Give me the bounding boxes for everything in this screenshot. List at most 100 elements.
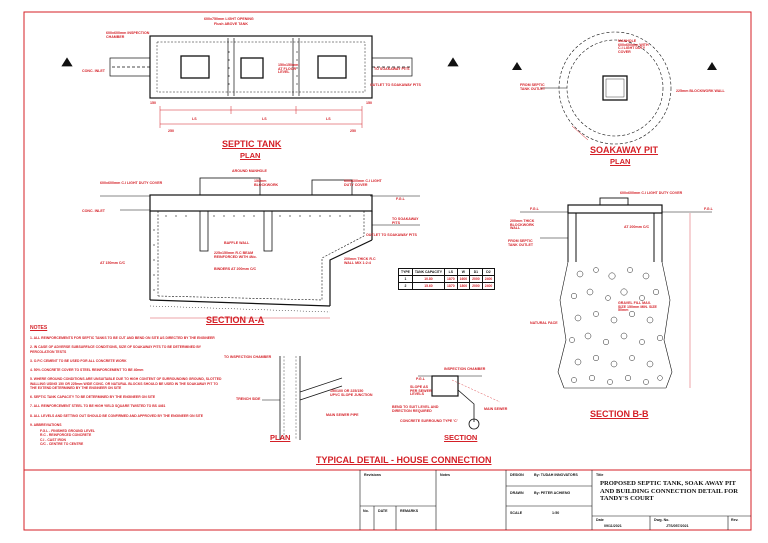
house-plan-title: PLAN [270, 433, 291, 442]
note-item: 1. ALL REINFORCEMENTS FOR SEPTIC TANKS T… [30, 336, 215, 340]
notes-heading: NOTES [30, 325, 48, 331]
label-around-manhole: AROUND MANHOLE [232, 169, 267, 173]
tb-rev-date: DATE [378, 509, 388, 513]
tb-scale-label: SCALE [510, 511, 523, 515]
tb-rev-label: Rev. [731, 518, 739, 522]
label-binders: BINDERS AT 200mm C/C [214, 267, 257, 271]
cell: 2400 [481, 275, 496, 283]
tb-scale-value: 1:50 [552, 511, 560, 515]
note-item: 7. ALL REINFORCEMENT STEEL TO BE HIGH YI… [30, 404, 166, 409]
tb-notes-label: Notes [440, 473, 450, 477]
label-to-soakaway-aa: TO SOAKAWAY PITS [392, 217, 419, 225]
section-a-a [100, 177, 420, 319]
label-manhole: MANHOLE 600x600mm WITH C.I LIGHT DUTY CO… [618, 39, 649, 54]
septic-tank-plan [61, 35, 459, 128]
label-ci-cover-left: 600x600mm C.I LIGHT DUTY COVER [100, 181, 163, 185]
sheet-border [23, 11, 752, 531]
label-pgl: P.G.L [416, 377, 425, 381]
notes-list: 1. ALL REINFORCEMENTS FOR SEPTIC TANKS T… [30, 336, 222, 446]
cell: 2000 [469, 282, 483, 290]
house-connection-plan [262, 356, 343, 440]
label-fgl-bb-right: F.G.L [704, 207, 713, 211]
dim-ls-left: LS [192, 117, 197, 121]
cell: 1600 [456, 275, 471, 283]
cell: 1 [398, 275, 413, 283]
soakaway-subtitle: PLAN [610, 157, 631, 166]
note-item: 6. SEPTIC TANK CAPACITY TO BE DETERMINED… [30, 395, 156, 399]
tb-rev-no: No. [363, 509, 369, 513]
abbreviation-item: R.C - REINFORCED CONCRETE [40, 433, 92, 438]
tb-design-label: DESIGN [510, 473, 524, 477]
label-main-sewer-pipe: MAIN SEWER PIPE [326, 413, 359, 417]
septic-plan-title: SEPTIC TANK [222, 139, 282, 149]
abbreviation-item: F.G.L - FINISHED GROUND LEVEL [40, 429, 95, 433]
label-outlet: OUTLET TO SOAKAWAY PITS [370, 83, 421, 87]
tb-date: 09/11/2021 [604, 524, 622, 528]
label-to-soakaway: TO SOAKAWAY PITS [374, 67, 410, 71]
label-gravel-fill: GRAVEL FILL MAX. SIZE 150mm MIN. SIZE 50… [618, 301, 657, 313]
label-blockwork-wall: 225mm BLOCKWORK WALL [676, 89, 725, 93]
label-rc-beam: 225x150mm R.C BEAM REINFORCED WITH 4No. [214, 251, 257, 259]
soakaway-title: SOAKAWAY PIT [590, 145, 659, 155]
label-to-inspection: TO INSPECTION CHAMBER [224, 355, 272, 359]
label-main-sewer: MAIN SEWER [484, 407, 508, 411]
dim-150-right: 150 [366, 101, 372, 105]
col-d1: D1 [469, 268, 483, 276]
label-outlet-aa: OUTLET TO SOAKAWAY PITS [366, 233, 417, 237]
label-light-opening: 600x750mm LIGHT OPENING [204, 17, 254, 21]
label-slope: SLOPE AS PER SEWER LEVELS [410, 385, 432, 397]
label-at-150: AT 150mm C/C [100, 261, 126, 265]
table-row: 2 15.60 1870 1800 2000 2400 [398, 282, 496, 290]
dim-ls-right: LS [326, 117, 331, 121]
note-item: 4. 50% CONCRETE COVER TO STEEL REINFORCE… [30, 368, 144, 372]
tb-date-label: Date [596, 518, 604, 522]
label-natural-face: NATURAL FACE [530, 321, 558, 325]
tb-rev-remarks: REMARKS [400, 509, 419, 513]
label-bend: BEND TO SUIT LEVEL AND DIRECTION REQUIRE… [392, 405, 439, 413]
cell: 15.60 [411, 282, 446, 290]
tb-dwg-no: JTS/057/2021 [666, 524, 689, 528]
col-w: W [456, 268, 471, 276]
house-connection-title: TYPICAL DETAIL - HOUSE CONNECTION [316, 455, 492, 465]
tb-drawn-by: By: PETER ACHIENG [534, 491, 571, 495]
note-item: 9. ABBREVIATIONS [30, 422, 62, 427]
dim-250-left: 250 [168, 129, 174, 133]
abbreviation-item: C.I - CAST IRON [40, 437, 66, 442]
section-b-b [520, 197, 712, 389]
note-item: 5. WHERE GROUND CONDITIONS ARE UNSUITABL… [30, 377, 222, 390]
tb-dwg-label: Dwg. No. [654, 518, 670, 522]
label-blockwork: 150mm BLOCKWORK [254, 179, 279, 187]
dim-250-right: 250 [350, 129, 356, 133]
table-header-row: TYPE TANK CAPACITY LS W D1 D2 [398, 268, 496, 276]
note-item: 2. IN CASE OF ADVERSE SUBSURFACE CONDITI… [30, 345, 201, 354]
cell: 10.80 [411, 275, 446, 283]
label-surround: CONCRETE SURROUND TYPE 'C' [400, 419, 458, 423]
cell: 2 [398, 282, 413, 290]
label-insp-chamber: INSPECTION CHAMBER [444, 367, 486, 371]
title-block [24, 469, 751, 530]
label-trench-side: TRENCH SIDE [236, 397, 261, 401]
tb-revisions: Revisions [364, 473, 381, 477]
house-section-title: SECTION [444, 433, 478, 442]
tb-drawn-label: DRAWN [510, 491, 524, 495]
dim-150-left: 150 [150, 101, 156, 105]
label-ci-cover-right: 600x600mm C.I LIGHT DUTY COVER [344, 179, 382, 187]
col-ls: LS [444, 268, 458, 276]
tb-project-title: PROPOSED SEPTIC TANK, SOAK AWAY PIT AND … [600, 480, 738, 503]
septic-plan-subtitle: PLAN [240, 151, 261, 160]
abbreviation-item: C/C - CENTRE TO CENTRE [40, 441, 84, 446]
col-d2: D2 [481, 268, 496, 276]
label-from-septic-outlet: FROM SEPTIC TANK OUTLET [520, 83, 546, 91]
label-hole-floor: 150x150mm AT FLOOR LEVEL [278, 63, 299, 75]
label-from-septic: FROM SEPTIC TANK OUTLET [508, 239, 534, 247]
house-connection-section [418, 375, 501, 430]
cell: 1870 [444, 275, 458, 283]
note-item: 8. ALL LEVELS AND SETTING OUT SHOULD BE … [30, 413, 204, 418]
label-inspection-chamber: 600x600mm INSPECTION CHAMBER [106, 31, 150, 39]
cell: 2000 [469, 275, 483, 283]
label-flush-above: Flush ABOVE TANK [214, 22, 248, 26]
note-item: 3. O.P.C CEMENT TO BE USED FOR ALL CONCR… [30, 358, 127, 363]
tb-title-label: Title [596, 473, 604, 477]
